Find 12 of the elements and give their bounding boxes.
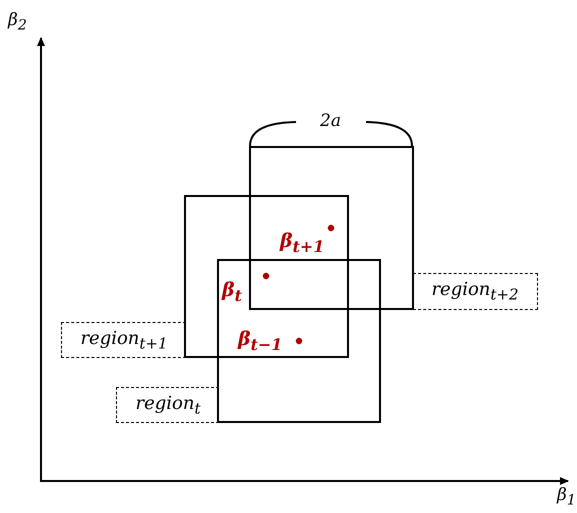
axis-label: β$_{2}$ (8, 10, 27, 34)
square-region (184, 195, 349, 358)
dashed-label-box (413, 273, 538, 310)
axis-label: β$_{1}$ (557, 485, 576, 508)
square-region (217, 259, 381, 423)
region-label: region$_{t}$ (136, 392, 200, 418)
region-label: region$_{t+2}$ (431, 279, 519, 304)
dimension-label: 2a (320, 111, 341, 131)
dashed-label-box (61, 322, 186, 358)
dashed-label-box (116, 387, 219, 423)
region-label: region$_{t+1}$ (80, 328, 168, 352)
square-region (249, 146, 414, 310)
